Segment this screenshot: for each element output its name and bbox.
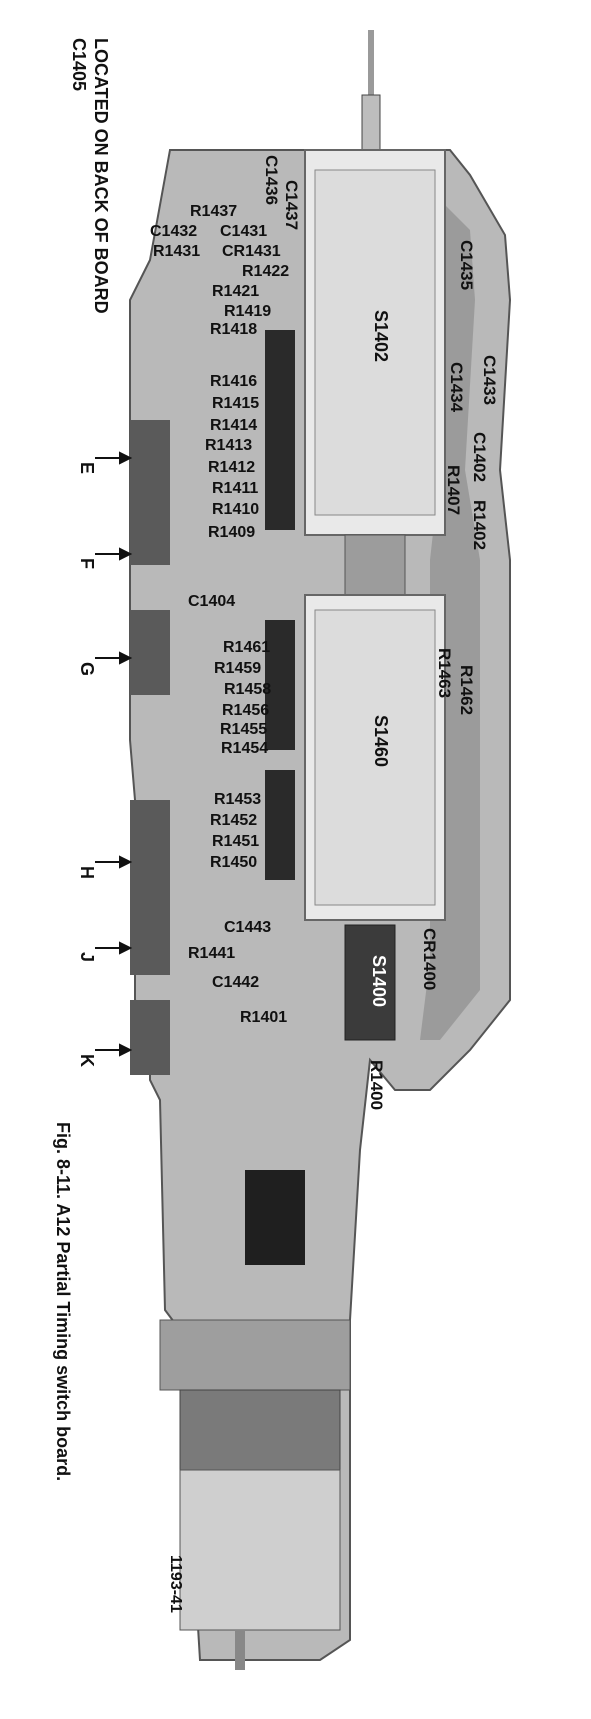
- r1461-label: R1461: [223, 639, 271, 656]
- c1404-label: C1404: [188, 593, 236, 610]
- r1451-label: R1451: [212, 833, 260, 850]
- r1456-label: R1456: [222, 702, 270, 719]
- figure-id: 1193-41: [167, 1555, 184, 1613]
- r1421-label: R1421: [212, 283, 260, 300]
- cr1431-label: CR1431: [222, 243, 281, 260]
- r1437-label: R1437: [190, 203, 238, 220]
- r1419-label: R1419: [224, 303, 272, 320]
- figure-caption: Fig. 8-11. A12 Partial Timing switch boa…: [53, 1122, 73, 1482]
- c1442-label: C1442: [212, 974, 260, 991]
- r1411-label: R1411: [212, 480, 259, 497]
- r1409-label: R1409: [208, 524, 256, 541]
- r1418-label: R1418: [210, 321, 258, 338]
- r1452-label: R1452: [210, 812, 258, 829]
- r1414-label: R1414: [210, 417, 258, 434]
- c1431-label: C1431: [220, 223, 268, 240]
- r1450-label: R1450: [210, 854, 258, 871]
- c1432-label: C1432: [150, 223, 198, 240]
- r1410-label: R1410: [212, 501, 260, 518]
- r1431-label: R1431: [153, 243, 201, 260]
- r1441-label: R1441: [188, 945, 236, 962]
- connector-k-label: K: [77, 1054, 97, 1067]
- connector-h-label: H: [77, 866, 97, 879]
- r1422-label: R1422: [242, 263, 290, 280]
- r1401-label: R1401: [240, 1009, 288, 1026]
- connector-g-label: G: [77, 662, 97, 677]
- r1412-label: R1412: [208, 459, 256, 476]
- r1459-label: R1459: [214, 660, 262, 677]
- r1416-label: R1416: [210, 373, 258, 390]
- connector-j-label: J: [77, 952, 97, 963]
- r1455-label: R1455: [220, 721, 268, 738]
- r1413-label: R1413: [205, 437, 253, 454]
- r1453-label: R1453: [214, 791, 262, 808]
- c1443-label: C1443: [224, 919, 272, 936]
- r1415-label: R1415: [212, 395, 260, 412]
- r1454-label: R1454: [221, 740, 269, 757]
- r1458-label: R1458: [224, 681, 272, 698]
- connector-f-label: F: [77, 558, 97, 569]
- connector-e-label: E: [77, 462, 97, 475]
